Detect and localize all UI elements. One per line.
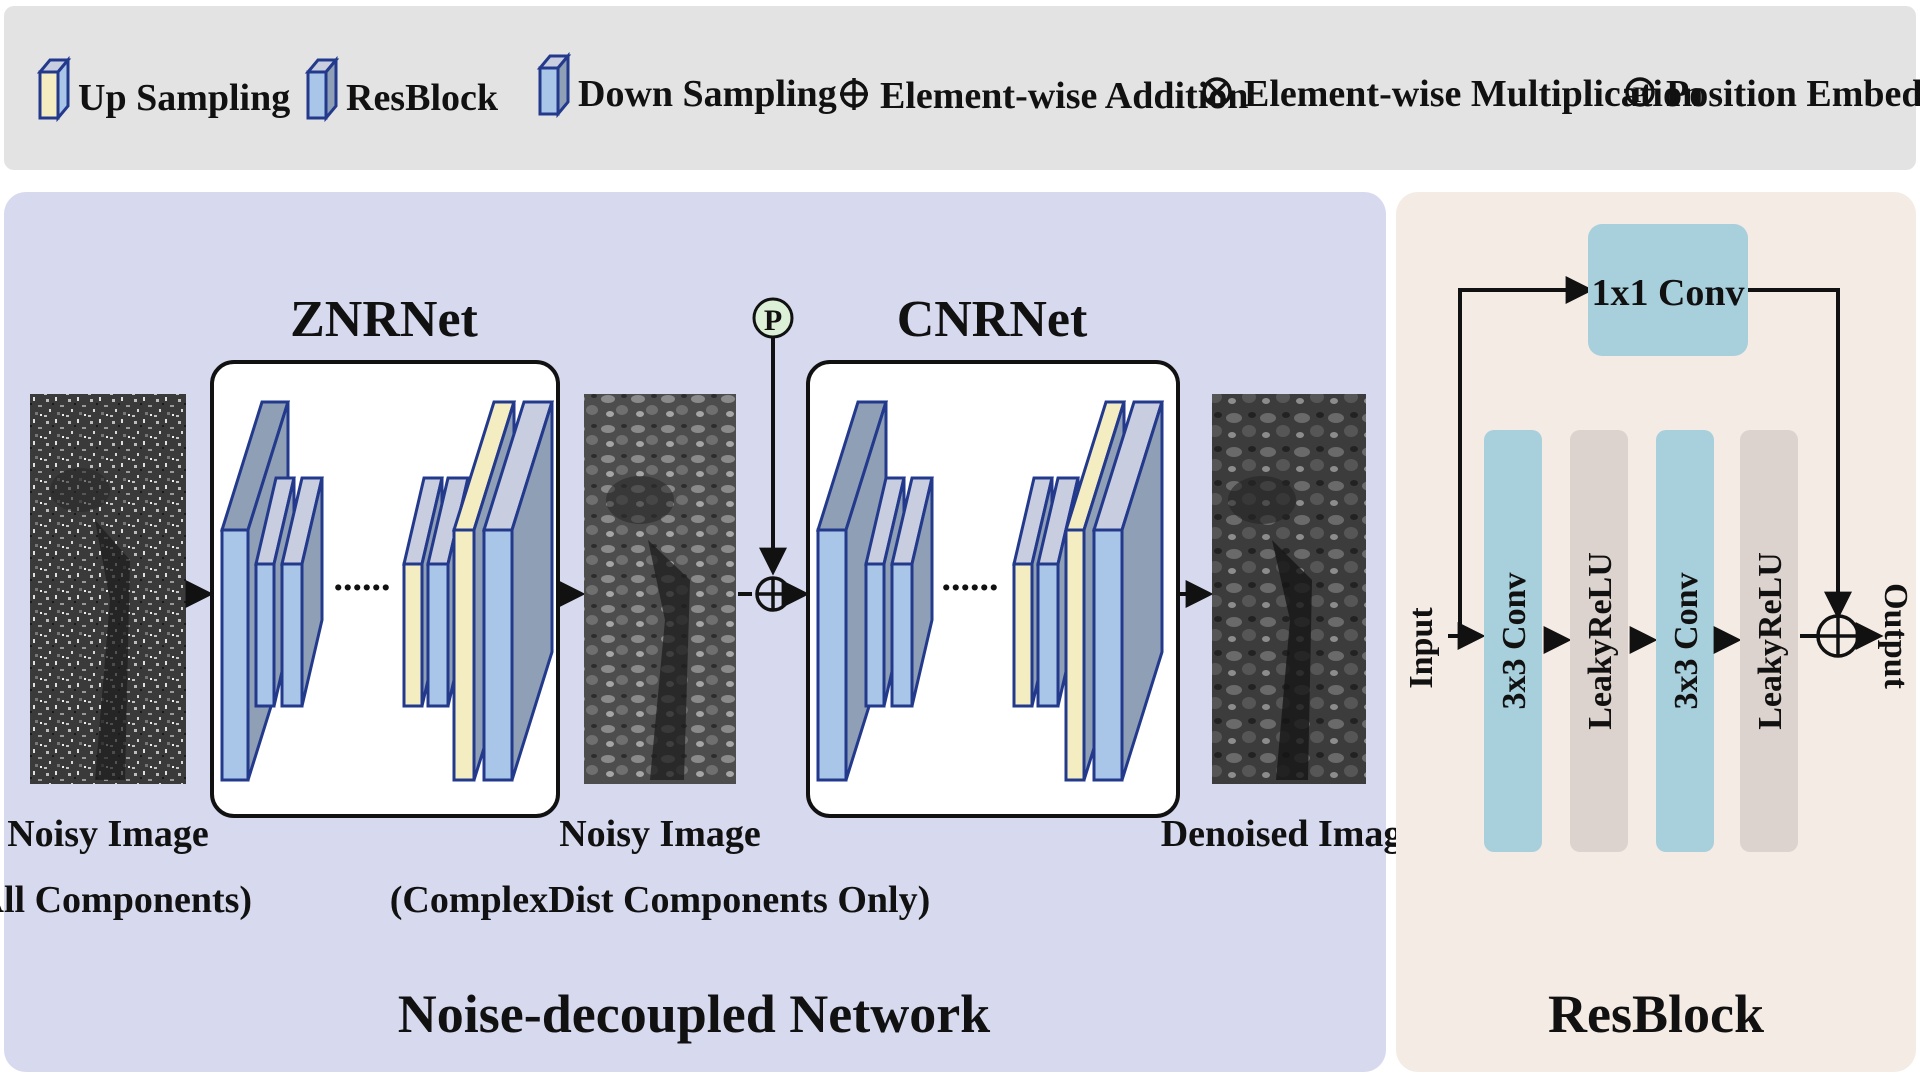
cnrnet-ellipsis: ......: [942, 557, 999, 599]
conv1x1-label: 1x1 Conv: [1591, 272, 1744, 314]
noise-decoupled-network-panel: Noisy Image (All Components) ZNRNet: [0, 192, 1419, 1072]
noisy-image-complexdist: [584, 394, 736, 784]
conv3x3-label-1: 3x3 Conv: [1496, 573, 1533, 710]
noisy-image-all-label-line1: Noisy Image: [7, 813, 209, 855]
znrnet-title: ZNRNet: [290, 291, 478, 348]
network-panel-title: Noise-decoupled Network: [398, 984, 990, 1044]
cnrnet-box: ......: [806, 360, 1180, 818]
conv1x1-block: 1x1 Conv: [1588, 224, 1748, 356]
legend-item-up-sampling: Up Sampling: [36, 55, 290, 123]
resblock-panel-title: ResBlock: [1548, 984, 1764, 1044]
resblock-output-label: Output: [1877, 583, 1914, 689]
leakyrelu-label-2: LeakyReLU: [1752, 552, 1789, 730]
skip-connection-path: [1458, 276, 1594, 636]
znrnet-layers: [219, 400, 555, 782]
element-wise-addition-icon: [840, 78, 868, 110]
legend-bar: Up Sampling ResBlock Down Sampling: [4, 6, 1920, 170]
leakyrelu-block-2: LeakyReLU: [1740, 430, 1798, 852]
conv3x3-block-1: 3x3 Conv: [1484, 430, 1542, 852]
resblock-panel: Input 1x1 Conv 3x3 Conv LeakyReLU 3x3 Co…: [1396, 192, 1916, 1072]
cube-blue-icon: [304, 55, 340, 123]
conv3x3-label-2: 3x3 Conv: [1668, 573, 1705, 710]
noisy-image-all-label-line2: (All Components): [0, 879, 252, 921]
legend-item-down-sampling: Down Sampling: [536, 51, 837, 119]
position-embedding-icon: P: [1625, 77, 1655, 107]
element-wise-multiplication-icon: [1202, 77, 1232, 107]
noisy-image-complexdist-label-line1: Noisy Image: [559, 813, 761, 855]
cnrnet-layers: [815, 400, 1165, 782]
leakyrelu-label-1: LeakyReLU: [1582, 552, 1619, 730]
denoised-image: [1212, 394, 1366, 784]
noisy-image-all-components: [30, 394, 186, 784]
legend-label: ResBlock: [346, 77, 499, 119]
position-embedding-node: P: [752, 297, 794, 339]
legend-label: Down Sampling: [578, 73, 837, 115]
noisy-image-complexdist-label-line2: (ComplexDist Components Only): [390, 879, 930, 921]
legend-label: Position Embedding: [1666, 73, 1920, 115]
legend-item-position-embedding: P Position Embedding: [1625, 73, 1920, 115]
conv3x3-block-2: 3x3 Conv: [1656, 430, 1714, 852]
cnrnet-title: CNRNet: [897, 291, 1088, 348]
legend-label: Element-wise Addition: [880, 75, 1248, 117]
legend-background: [4, 6, 1916, 170]
leakyrelu-block-1: LeakyReLU: [1570, 430, 1628, 852]
cube-yellow-icon: [36, 55, 72, 123]
element-wise-addition-node: [755, 576, 791, 612]
position-embedding-glyph: P: [1633, 82, 1646, 107]
znrnet-box: ......: [210, 360, 560, 818]
legend-item-element-wise-addition: Element-wise Addition: [840, 75, 1248, 117]
denoised-image-label: Denoised Image: [1161, 813, 1420, 855]
znrnet-ellipsis: ......: [334, 557, 391, 599]
skip-output-path: [1748, 288, 1852, 620]
legend-label: Up Sampling: [78, 77, 290, 119]
resblock-addition-node: [1816, 614, 1860, 658]
legend-item-resblock: ResBlock: [304, 55, 499, 123]
cube-blue-icon: [536, 51, 572, 119]
position-embedding-node-label: P: [764, 304, 782, 337]
resblock-input-label: Input: [1403, 607, 1440, 689]
